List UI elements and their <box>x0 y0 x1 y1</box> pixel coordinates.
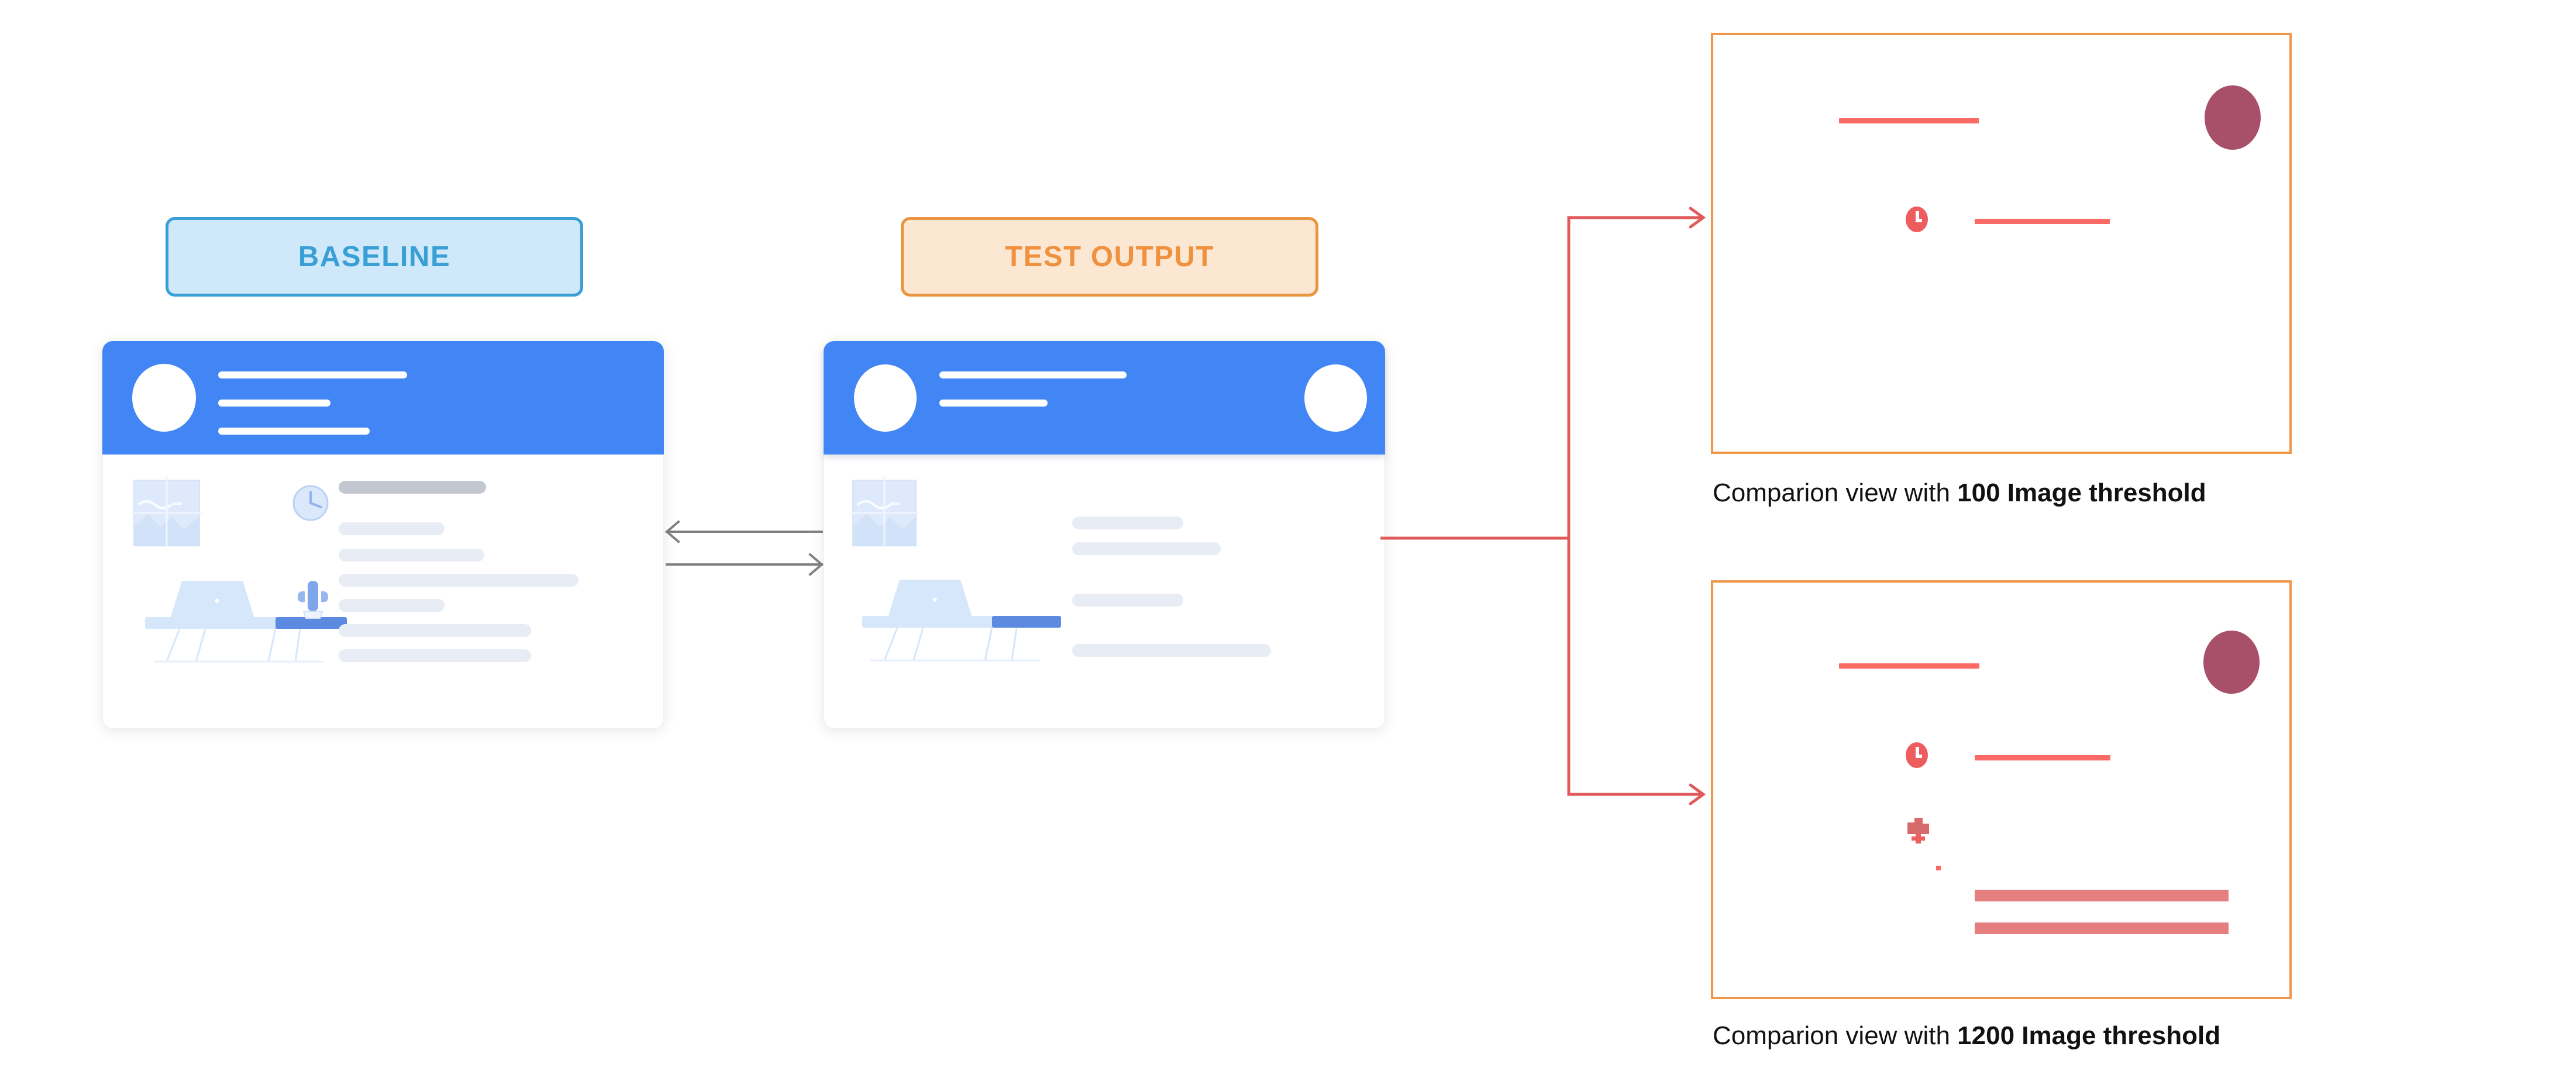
skeleton-row <box>1072 644 1271 657</box>
arrow-right-head <box>808 553 824 576</box>
clock-glyph-icon <box>1906 742 1928 768</box>
skeleton-row <box>1072 517 1183 529</box>
connector-branch-top <box>1567 216 1701 538</box>
connector-arrow-bottom <box>1689 783 1706 805</box>
skeleton-row <box>339 574 578 587</box>
diff-blob <box>2203 631 2260 694</box>
test-output-legend-label: TEST OUTPUT <box>1005 241 1214 273</box>
connector-arrow-top <box>1689 206 1706 229</box>
arrow-left-head <box>664 520 680 543</box>
avatar-secondary <box>1304 364 1367 432</box>
skeleton-row <box>1072 542 1221 555</box>
header-line <box>218 400 330 407</box>
diff-thick-bar-2 <box>1975 922 2229 934</box>
diff-bar-middle <box>1975 219 2110 224</box>
skeleton-row <box>339 624 531 637</box>
test-output-mockup-card[interactable] <box>824 341 1385 729</box>
diff-dot <box>1936 866 1941 870</box>
test-output-legend-chip[interactable]: TEST OUTPUT <box>901 217 1318 297</box>
test-card-header <box>824 341 1385 455</box>
skeleton-row <box>339 549 484 562</box>
red-branch-connector <box>1380 206 1706 805</box>
header-line <box>939 400 1048 407</box>
diff-thick-bar-1 <box>1975 890 2229 901</box>
caption-1200-prefix: Comparion view with <box>1713 1021 1958 1050</box>
baseline-legend-label: BASELINE <box>298 241 451 273</box>
comparison-panel-1200[interactable] <box>1711 580 2292 999</box>
desk-illustration <box>850 476 1061 662</box>
baseline-legend-chip[interactable]: BASELINE <box>166 217 583 297</box>
caption-100: Comparion view with 100 Image threshold <box>1713 478 2206 508</box>
header-line <box>939 371 1127 378</box>
desk-illustration <box>132 476 347 663</box>
caption-100-prefix: Comparion view with <box>1713 478 1958 507</box>
diff-blob <box>2205 85 2261 150</box>
compare-arrows <box>664 520 824 576</box>
diff-bar-top <box>1839 663 1979 669</box>
diff-bar-middle <box>1975 755 2110 760</box>
baseline-card-header <box>102 341 664 455</box>
diff-bar-top <box>1839 118 1979 123</box>
skeleton-row <box>339 522 445 535</box>
caption-100-strong: 100 Image threshold <box>1957 478 2206 507</box>
connector-branch-bottom <box>1567 538 1701 796</box>
header-line <box>218 428 370 435</box>
cactus-glyph-icon <box>1907 818 1929 844</box>
skeleton-row <box>339 481 486 494</box>
avatar <box>854 364 917 432</box>
avatar <box>132 364 196 432</box>
clock-glyph-icon <box>1906 206 1928 232</box>
baseline-mockup-card[interactable] <box>102 341 664 729</box>
skeleton-row <box>339 599 445 612</box>
caption-1200-strong: 1200 Image threshold <box>1957 1021 2221 1050</box>
skeleton-row <box>339 649 531 662</box>
header-line <box>218 371 407 378</box>
caption-1200: Comparion view with 1200 Image threshold <box>1713 1021 2220 1051</box>
comparison-panel-100[interactable] <box>1711 33 2292 454</box>
skeleton-row <box>1072 594 1183 607</box>
